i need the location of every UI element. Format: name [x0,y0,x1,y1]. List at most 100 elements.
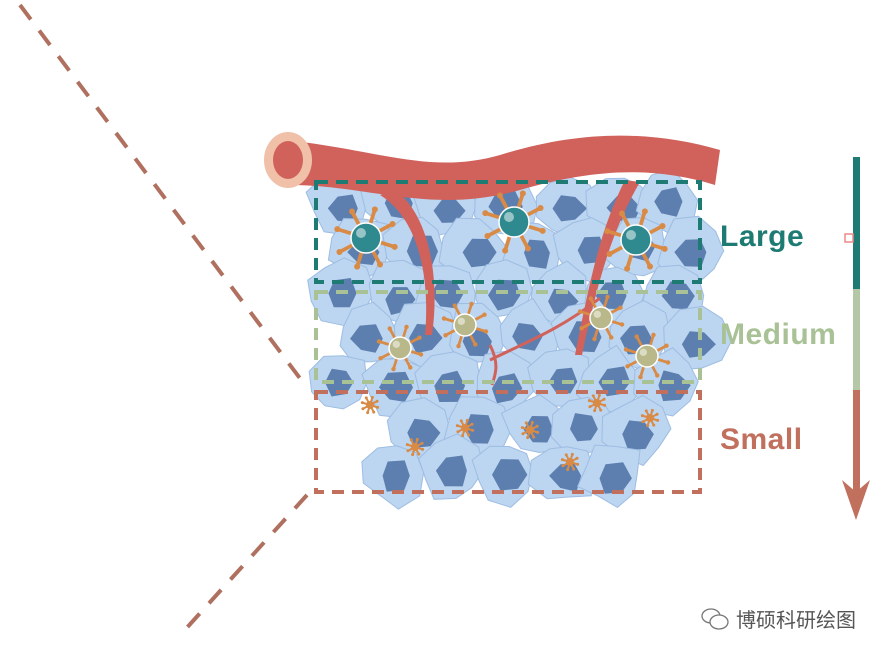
cell-nucleus [464,414,494,444]
cell-nucleus [350,324,383,353]
dendrite-tip [655,373,660,378]
dendrite-tip [603,403,607,407]
dendrite-tip [420,441,424,445]
cell-nucleus [570,413,598,442]
dendrite-tip [618,305,623,310]
dendrite-tip [405,443,409,447]
watermark: 博硕科研绘图 [700,604,856,633]
dendrite-tip [640,414,644,418]
dendrite-tip [597,393,601,397]
vessel-lumen [273,141,303,179]
dendrite-tip [532,435,536,439]
dendrite-tip [519,190,526,197]
immune-cells [334,190,671,472]
dendrite-tip [467,433,471,437]
size-gradient-arrow [842,157,870,520]
cell-nucleus [552,195,588,222]
cell-nucleus [661,281,695,310]
dendrite-tip [441,316,447,321]
medium-immune-cell [388,336,412,360]
dendrite-tip [625,364,630,369]
dendrite-tip [588,405,592,409]
dendrite-tip [473,342,478,347]
dendrite-tip [469,301,474,307]
cell-highlight [457,317,466,326]
small-zone-box [314,390,702,494]
small-immune-cell [461,424,469,432]
dendrite-tip [560,458,564,462]
cell-nucleus [407,418,441,448]
cell-nucleus [491,373,523,404]
dendrite-tip [530,420,534,424]
cell-nucleus [435,455,467,487]
dendrite-tip [497,192,504,199]
dendrite-tip [391,243,398,250]
dendrite-tip [591,394,595,398]
marker-square [844,233,854,243]
dendrite-tip [606,250,613,257]
dendrite-tip [391,366,396,372]
large-immune-cell [350,222,382,254]
dendrite-tip [456,430,460,434]
small-immune-cell [566,458,574,466]
cell-nucleus [379,371,413,402]
dendrite-tip [421,447,425,451]
dendrite-tip [524,245,531,252]
dendrite-tip [619,322,625,327]
arrow-head [842,480,870,520]
cell-nucleus [654,187,683,217]
dendrite-tip [361,407,365,411]
dendrite-tip [524,421,528,425]
dendrite-tip [602,397,606,401]
large-zone-box [314,180,702,284]
cell-nucleus [598,366,631,397]
dendrite-tip [526,436,530,440]
dendrite-tip [349,208,356,215]
small-immune-cell [646,414,654,422]
dendrite-tip [609,335,614,340]
dendrite-tip [389,221,396,228]
label-medium: Medium [720,318,837,351]
dendrite-tip [406,449,410,453]
dendrite-tip [364,396,368,400]
dendrite-tip [371,206,378,213]
dendrite-tip [354,263,361,270]
arrow-segment-medium [853,289,860,390]
dendrite-tip [587,399,591,403]
medium-immune-cell [635,344,659,368]
cell-nucleus [512,323,543,351]
cell-nucleus [327,194,358,222]
capillary-left [380,190,435,335]
small-immune-cell [593,399,601,407]
dendrite-tip [536,430,540,434]
cell-nucleus [433,199,466,223]
main-vessel [285,135,720,200]
dendrite-tip [646,263,653,270]
dendrite-tip [411,453,415,457]
dendrite-tip [619,210,626,217]
dendrite-tip [471,428,475,432]
cell-highlight [392,340,401,349]
dendrite-tip [593,409,597,413]
capillary-right [575,180,640,355]
dendrite-tip [376,405,380,409]
perspective-guide-lines [18,3,309,634]
dendrite-tip [641,208,648,215]
dendrite-tip [334,226,341,233]
dendrite-tip [418,352,424,357]
medium-immune-cell [589,306,613,330]
dendrite-tip [652,423,656,427]
dendrite-tip [461,434,465,438]
arrow-segment-small [853,390,860,500]
dendrite-tip [579,326,584,331]
dendrite-tip [521,432,525,436]
label-large: Large [720,220,805,253]
dendrite-tip [502,247,509,254]
dendrite-tip [417,335,422,340]
dendrite-tip [665,360,671,365]
watermark-text: 博硕科研绘图 [736,608,856,632]
dendrite-tip [376,261,383,268]
dendrite-tip [417,452,421,456]
small-immune-cell [526,426,534,434]
dendrite-tip [659,223,666,230]
